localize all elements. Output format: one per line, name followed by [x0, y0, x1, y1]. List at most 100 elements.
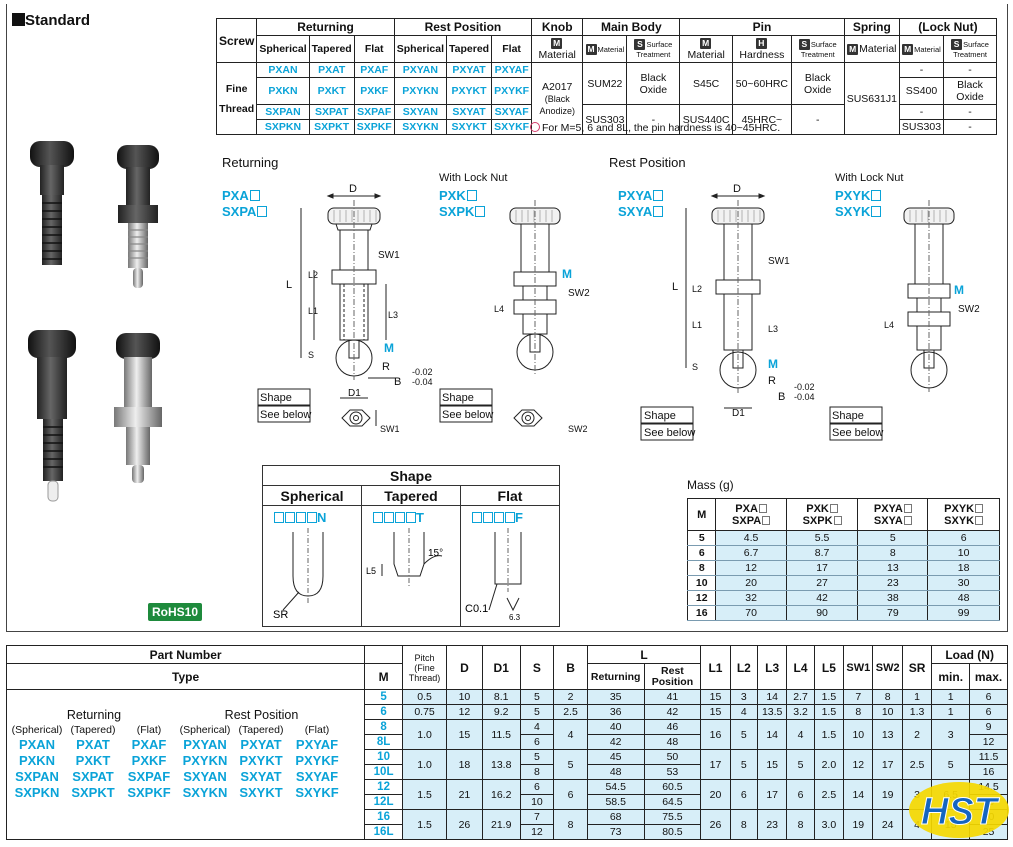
type-part: SXYAN	[183, 769, 227, 784]
suffix-t: T	[416, 510, 424, 525]
upper-frame	[6, 4, 1008, 632]
pxk-label: PXK	[439, 188, 477, 203]
dim-cell: 14	[843, 779, 874, 810]
suffix-n: N	[317, 510, 327, 525]
tapered-tip-icon: L5 15°	[366, 528, 443, 586]
shape-tapered-cell: T L5 15°	[362, 506, 461, 626]
dim-cell: 15	[700, 689, 731, 705]
spec-part: PXAF	[353, 62, 395, 78]
dim-L3: L3	[388, 310, 398, 320]
dim-cell: 7	[519, 809, 555, 825]
type-part: SXPKF	[127, 785, 171, 800]
dim-cell: 3.0	[813, 809, 845, 840]
shape-spherical-cell: N SR	[263, 506, 362, 626]
shape-title: Shape	[263, 466, 559, 486]
th-l4: L4	[786, 645, 815, 690]
dim-cell: 2	[553, 689, 588, 705]
th-load: Load (N)	[931, 645, 1008, 664]
shape-label-1: Shape	[260, 392, 292, 404]
type-part: SXPKN	[14, 785, 60, 800]
pin2-surface: -	[790, 104, 845, 135]
dim-SW2: SW2	[568, 288, 590, 299]
m-cell: 16L	[364, 824, 403, 840]
dim-SW2-4: SW2	[958, 304, 980, 315]
dim-cell: 1	[901, 689, 933, 705]
dim-L2-3: L2	[692, 284, 702, 294]
dim-cell: 15	[446, 719, 483, 750]
m-cell: 10	[364, 749, 403, 765]
dim-SW1-hex: SW1	[380, 424, 400, 434]
th-screw: Screw	[215, 18, 258, 63]
dim-cell: 4	[519, 719, 555, 735]
pxya-label: PXYA	[618, 188, 664, 203]
dim-cell: 12	[843, 749, 874, 780]
dim-cell: 17	[872, 749, 903, 780]
dim-cell: 58.5	[586, 794, 645, 810]
th-sw2: SW2	[872, 645, 903, 690]
dim-cell: 6	[969, 704, 1008, 720]
type-part: PXYAF	[295, 737, 339, 752]
type-part: SXYKT	[239, 785, 283, 800]
type-part: SXYKN	[182, 785, 228, 800]
spec-part: SXYAF	[491, 104, 533, 120]
dim-L-3: L	[672, 281, 678, 293]
th-pin-material: MMaterial	[679, 35, 733, 63]
dim-cell: 8	[843, 704, 874, 720]
dim-L3-3: L3	[768, 324, 778, 334]
dim-cell: 42	[586, 734, 645, 750]
th-d1: D1	[481, 645, 521, 690]
th-sw1: SW1	[843, 645, 874, 690]
dim-cell: 5	[786, 749, 815, 780]
dim-cell: 73	[586, 824, 645, 840]
spring-material: SUS631J1	[843, 62, 900, 135]
dim-cell: 8.1	[481, 689, 521, 705]
type-rest-title: Rest Position	[224, 708, 299, 722]
type-sub: (Spherical)	[179, 724, 231, 736]
dim-cell: 5	[729, 749, 758, 780]
dim-R-3: R	[768, 375, 776, 387]
dim-cell: 1	[931, 689, 971, 705]
flat-tip-icon: C0.1 6.3	[465, 528, 522, 622]
dim-L4: L4	[494, 304, 504, 314]
dim-SW1-3: SW1	[768, 256, 790, 267]
dim-cell: 68	[586, 809, 645, 825]
svg-text:HST: HST	[921, 791, 1000, 833]
dim-M: M	[384, 341, 394, 355]
shape-label-4: Shape	[832, 410, 864, 422]
see-below-1: See below	[260, 409, 311, 421]
photo-black-pin	[30, 141, 74, 265]
spec-part: SXPKT	[308, 119, 355, 135]
knob-material-cell: A2017(Black Anodize)	[531, 62, 584, 135]
drawing-rest	[685, 193, 766, 409]
th-knob-material: MMaterial	[531, 35, 584, 63]
dim-cell: 10	[843, 719, 874, 750]
dim-cell: 46	[643, 719, 702, 735]
dim-cell: 64.5	[643, 794, 702, 810]
dim-cell: 0.75	[401, 704, 448, 720]
m-cell: 6	[364, 704, 403, 720]
dim-D-3: D	[733, 183, 741, 195]
dim-cell: 1.0	[401, 749, 448, 780]
shape-flat-cell: F C0.1 6.3	[461, 506, 559, 626]
m-cell: 8L	[364, 734, 403, 750]
see-below-2: See below	[442, 409, 493, 421]
square-bullet-icon	[12, 13, 25, 26]
dim-cell: 13.8	[481, 749, 521, 780]
spec-part: SXPAT	[308, 104, 355, 120]
dim-cell: 1.5	[813, 689, 845, 705]
pin2-hardness: 45HRC~	[731, 104, 792, 135]
shape-col-flat: Flat	[497, 488, 523, 504]
spec-part: PXKT	[308, 77, 355, 105]
angle-label: 15°	[428, 548, 443, 559]
dim-cell: 50	[643, 749, 702, 765]
spec-part: SXYKN	[393, 119, 448, 135]
th-type: Type	[5, 663, 366, 690]
type-part: SXPAN	[15, 769, 59, 784]
